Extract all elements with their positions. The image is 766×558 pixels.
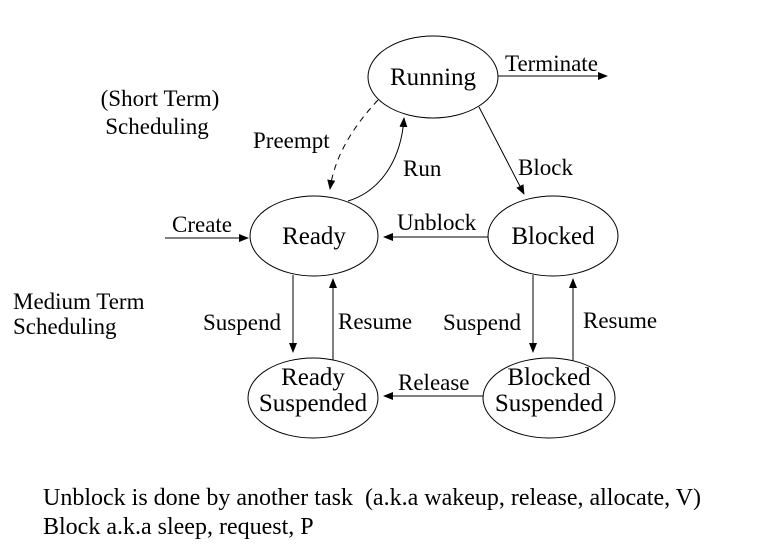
state-ready-suspended-label-line1: Ready <box>281 364 345 391</box>
state-blocked-label: Blocked <box>511 223 595 250</box>
label-resume-left: Resume <box>338 309 412 334</box>
state-blocked-suspended-label-line1: Blocked <box>507 364 591 391</box>
label-suspend-right: Suspend <box>443 310 521 335</box>
label-unblock: Unblock <box>397 210 477 235</box>
footnote-unblock: Unblock is done by another task (a.k.a w… <box>43 485 701 511</box>
state-ready-suspended-ellipse <box>247 357 379 439</box>
footnote-block: Block a.k.a sleep, request, P <box>43 514 314 540</box>
arrow-block <box>478 106 525 195</box>
label-resume-right: Resume <box>583 308 657 333</box>
label-suspend-left: Suspend <box>203 310 281 335</box>
header-medium-term-line2: Scheduling <box>13 314 117 339</box>
header-medium-term-line1: Medium Term <box>13 289 145 314</box>
header-short-term-line2: Scheduling <box>105 114 209 139</box>
label-run: Run <box>403 156 442 181</box>
label-release: Release <box>398 370 470 395</box>
state-blocked-ellipse <box>487 195 619 277</box>
label-preempt: Preempt <box>253 128 330 153</box>
header-short-term-line1: (Short Term) <box>101 86 220 111</box>
state-running-label: Running <box>390 64 477 91</box>
state-ready-label: Ready <box>282 223 346 250</box>
arrow-preempt <box>327 99 379 190</box>
state-blocked-suspended-ellipse <box>482 357 616 439</box>
label-terminate: Terminate <box>505 51 598 76</box>
label-block: Block <box>518 155 573 180</box>
label-create: Create <box>172 212 232 237</box>
state-running-ellipse <box>367 35 499 119</box>
state-ready-ellipse <box>249 195 379 277</box>
state-blocked-suspended-label-line2: Suspended <box>495 390 604 417</box>
state-ready-suspended-label-line2: Suspended <box>259 390 368 417</box>
arrow-run <box>347 117 408 202</box>
